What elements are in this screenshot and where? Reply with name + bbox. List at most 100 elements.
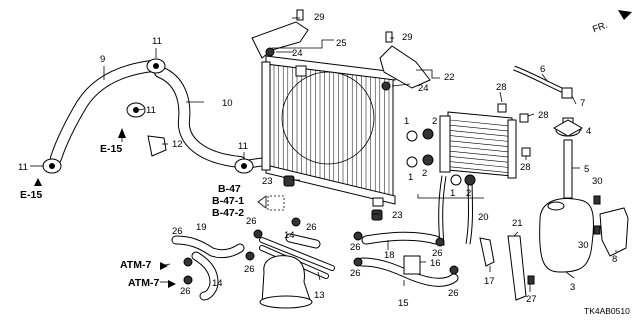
callout-2: 2: [466, 188, 471, 199]
clip-16: [403, 255, 421, 275]
callout-11: 11: [238, 141, 248, 152]
front-direction-arrow: FR.: [591, 10, 632, 35]
clamp-11-left: [42, 158, 62, 174]
callout-28: 28: [538, 110, 549, 121]
callout-28: 28: [520, 162, 531, 173]
callout-16: 16: [430, 258, 441, 269]
callout-3: 3: [570, 282, 575, 293]
callout-22: 22: [444, 72, 455, 83]
callout-12: 12: [172, 139, 183, 150]
lower-hose-10: [154, 66, 246, 168]
callout-10: 10: [222, 98, 233, 109]
hose-18: [361, 231, 441, 245]
direction-label: FR.: [591, 20, 609, 36]
cushions-23: [283, 175, 383, 221]
callout-30: 30: [592, 176, 603, 187]
callout-5: 5: [584, 164, 589, 175]
callout-26: 26: [306, 222, 317, 233]
callout-15: 15: [398, 298, 409, 309]
callout-26: 26: [432, 248, 443, 259]
callout-30: 30: [578, 240, 589, 251]
ref-atm-7: ATM-7: [120, 259, 151, 271]
callout-26: 26: [448, 288, 459, 299]
callout-26: 26: [246, 216, 257, 227]
grommets-1-2: [406, 128, 476, 186]
clamp-11-mid: [126, 102, 146, 118]
radiator-core: [273, 64, 390, 198]
atf-cooler: [439, 111, 517, 179]
callout-26: 26: [180, 286, 191, 297]
ref-e-15: E-15: [100, 143, 122, 155]
cooler-fin: [449, 166, 511, 174]
callout-11: 11: [146, 105, 156, 116]
overflow-tube-6: [513, 65, 573, 99]
cap-4: [552, 119, 584, 137]
cooler-fin: [449, 150, 511, 158]
ref-b-47-1: B-47-1: [212, 195, 244, 207]
callout-14: 14: [212, 278, 223, 289]
arrow-up-icon: [118, 128, 126, 138]
callout-26: 26: [350, 242, 361, 253]
upper-hose-9: [50, 60, 158, 164]
callout-9: 9: [100, 54, 105, 65]
ref-e-15: E-15: [20, 189, 42, 201]
callout-1: 1: [408, 172, 413, 183]
bolts-28: [497, 103, 531, 157]
callout-19: 19: [196, 222, 207, 233]
callout-26: 26: [350, 268, 361, 279]
callout-6: 6: [540, 64, 545, 75]
hose-19: [171, 235, 245, 259]
callout-7: 7: [580, 98, 585, 109]
cooler-fin: [449, 156, 511, 163]
callout-25: 25: [336, 38, 347, 49]
callout-11: 11: [18, 162, 28, 173]
bracket-21: [507, 235, 527, 301]
ref-atm-7: ATM-7: [128, 277, 159, 289]
diagram-code: TK4AB0510: [584, 306, 630, 316]
callout-27: 27: [526, 294, 537, 305]
bracket-8: [599, 207, 629, 257]
callout-29: 29: [314, 12, 325, 23]
clamp-11-right: [234, 158, 254, 174]
ref-b-47: B-47: [218, 183, 241, 195]
arrow-right-icon: [168, 280, 176, 288]
cooler-hoses: [438, 175, 473, 247]
callout-labels: 29 24 25 29 22 24 11 9 10 11 12 11 11 23…: [18, 12, 617, 309]
leader-lines: [30, 17, 617, 292]
callout-21: 21: [512, 218, 523, 229]
callout-24: 24: [418, 83, 429, 94]
ref-b-47-2: B-47-2: [212, 207, 244, 219]
hose-14: [191, 233, 321, 301]
callout-18: 18: [384, 250, 395, 261]
callout-23: 23: [392, 210, 403, 221]
reference-labels: E-15 E-15 B-47 B-47-1 B-47-2 ATM-7 ATM-7: [20, 128, 267, 289]
bolts-29-30-27: [527, 195, 601, 285]
bracket-12: [147, 135, 167, 157]
cooler-fin: [449, 140, 511, 148]
clamps-26: [183, 217, 459, 285]
cooler-fin: [449, 161, 511, 168]
callout-2: 2: [432, 116, 437, 127]
clamp-11-top: [146, 58, 166, 74]
callout-11: 11: [152, 36, 162, 47]
bracket-22: [379, 31, 431, 91]
callout-26: 26: [244, 264, 255, 275]
callout-24: 24: [292, 48, 303, 59]
cooler-fin: [449, 119, 511, 127]
bracket-17: [479, 237, 495, 267]
engine-mount: [259, 255, 313, 309]
arrow-left-icon: [257, 195, 267, 209]
callout-8: 8: [612, 254, 617, 265]
callout-14: 14: [284, 230, 295, 241]
cooler-fin: [449, 145, 511, 153]
arrow-up-icon: [34, 178, 42, 186]
callout-26: 26: [172, 226, 183, 237]
callout-1: 1: [404, 116, 409, 127]
hose-15: [357, 257, 459, 287]
arrow-right-icon: [160, 262, 168, 270]
callout-20: 20: [478, 212, 489, 223]
callout-4: 4: [586, 126, 591, 137]
bracket-25: [251, 9, 309, 59]
cooler-fin: [449, 135, 511, 142]
